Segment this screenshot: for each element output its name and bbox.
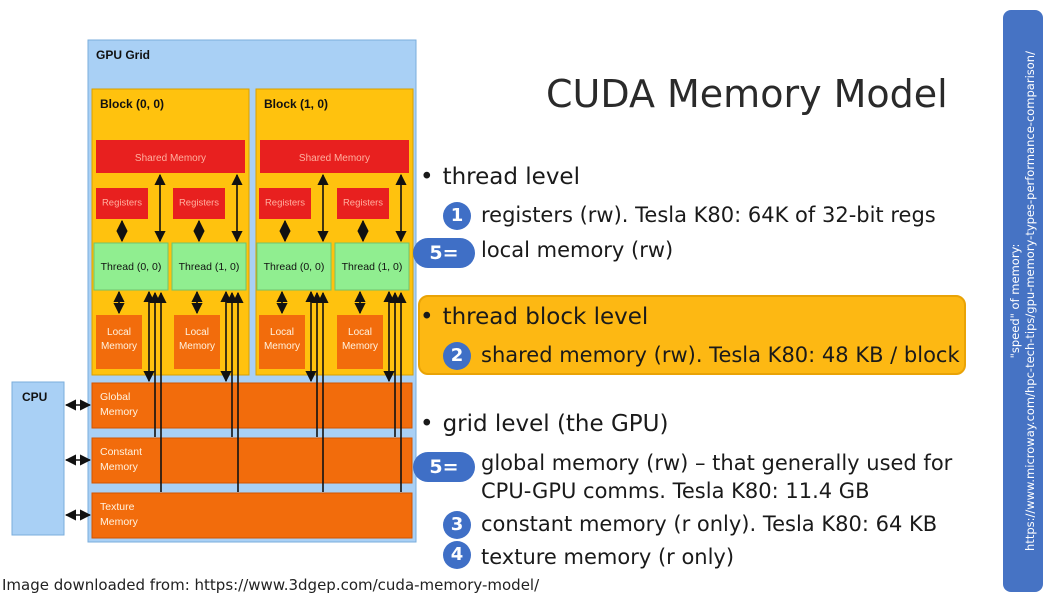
- cpu-box: [11, 381, 65, 536]
- badge-registers: 1: [443, 202, 471, 230]
- badge-global-memory: 5=: [413, 452, 475, 482]
- grid-level-heading-text: grid level (the GPU): [442, 411, 669, 437]
- sidebar-link[interactable]: https://www.microway.com/hpc-tech-tips/g…: [1023, 51, 1037, 551]
- thread-label: Thread (1, 0): [342, 261, 403, 273]
- thread-box: [256, 242, 332, 291]
- local-memory-box: [174, 315, 220, 369]
- memory-access-arrows: [64, 173, 407, 521]
- local-memory-box: [96, 315, 142, 369]
- grid-level-heading: grid level (the GPU): [420, 411, 669, 437]
- badge-shared-memory: 2: [443, 342, 471, 370]
- sidebar-caption: "speed" of memory:: [1008, 243, 1022, 359]
- register-label: Registers: [179, 198, 219, 209]
- thread-level-heading-text: thread level: [442, 164, 580, 190]
- block-1-shared-memory-label: Shared Memory: [299, 153, 370, 164]
- thread-label: Thread (1, 0): [179, 261, 240, 273]
- register-box: [96, 188, 148, 219]
- register-box: [337, 188, 389, 219]
- shared-memory-item: shared memory (rw). Tesla K80: 48 KB / b…: [481, 343, 960, 367]
- badge-constant-memory: 3: [443, 511, 471, 539]
- register-box: [259, 188, 311, 219]
- block-1-shared-memory: [260, 140, 409, 173]
- block-0-shared-memory: [96, 140, 245, 173]
- block-1-label: Block (1, 0): [264, 97, 328, 111]
- sidebar-text: "speed" of memory: https://www.microway.…: [1008, 51, 1038, 551]
- register-label: Registers: [265, 198, 305, 209]
- slide-title: CUDA Memory Model: [546, 72, 948, 116]
- local-memory-box: [337, 315, 383, 369]
- register-label: Registers: [102, 198, 142, 209]
- texture-memory-item: texture memory (r only): [481, 545, 735, 569]
- local-memory-item: local memory (rw): [481, 238, 674, 262]
- badge-local-memory: 5=: [413, 238, 475, 268]
- registers-item: registers (rw). Tesla K80: 64K of 32-bit…: [481, 203, 936, 227]
- cpu-label: CPU: [22, 390, 47, 404]
- badge-texture-memory: 4: [443, 541, 471, 569]
- register-label: Registers: [343, 198, 383, 209]
- thread-block-level-heading: thread block level: [420, 304, 649, 330]
- thread-label: Thread (0, 0): [101, 261, 162, 273]
- texture-memory-box: [91, 492, 413, 539]
- thread-label: Thread (0, 0): [264, 261, 325, 273]
- block-0-label: Block (0, 0): [100, 97, 164, 111]
- thread-block-level-heading-text: thread block level: [442, 304, 649, 330]
- register-box: [173, 188, 225, 219]
- thread-box: [93, 242, 169, 291]
- constant-memory-item: constant memory (r only). Tesla K80: 64 …: [481, 512, 938, 536]
- constant-memory-box: [91, 437, 413, 484]
- thread-box: [171, 242, 247, 291]
- memory-speed-sidebar: "speed" of memory: https://www.microway.…: [1003, 10, 1043, 592]
- local-memory-box: [259, 315, 305, 369]
- image-credit: Image downloaded from: https://www.3dgep…: [2, 576, 540, 594]
- gpu-grid-label: GPU Grid: [96, 48, 150, 62]
- global-memory-box: [91, 382, 413, 429]
- global-memory-item-line2: CPU-GPU comms. Tesla K80: 11.4 GB: [481, 479, 870, 503]
- thread-level-heading: thread level: [420, 164, 580, 190]
- block-0-shared-memory-label: Shared Memory: [135, 153, 206, 164]
- thread-box: [334, 242, 410, 291]
- global-memory-item-line1: global memory (rw) – that generally used…: [481, 451, 953, 475]
